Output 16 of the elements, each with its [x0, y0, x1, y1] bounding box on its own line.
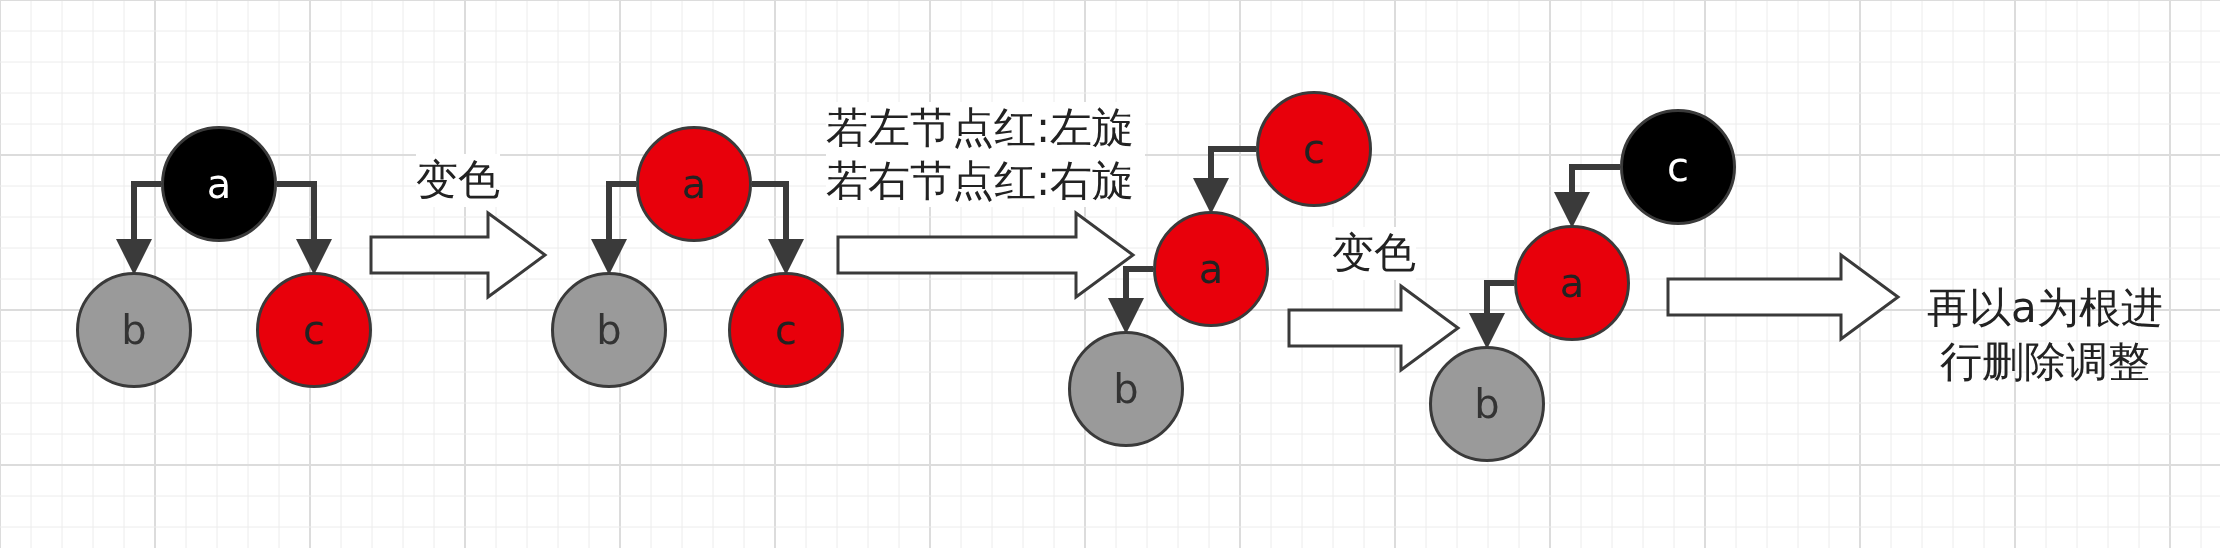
arrow	[1193, 146, 1256, 214]
edge-label: 若左节点红:左旋若右节点红:右旋	[826, 102, 1146, 207]
hollow-arrow	[836, 210, 1136, 300]
arrow	[277, 181, 332, 275]
hollow-arrow	[369, 210, 548, 300]
hollow-arrow	[1287, 283, 1461, 373]
arrow	[591, 181, 636, 275]
edge-label: 变色	[1331, 227, 1416, 280]
hollow-arrow	[1666, 252, 1901, 342]
arrow	[1469, 280, 1514, 349]
arrow	[1108, 266, 1153, 334]
arrow	[1554, 164, 1620, 228]
edge-label: 变色	[416, 154, 500, 207]
arrow	[116, 181, 161, 275]
arrow	[752, 181, 804, 275]
note-text: 再以a为根进行删除调整	[1923, 280, 2167, 390]
